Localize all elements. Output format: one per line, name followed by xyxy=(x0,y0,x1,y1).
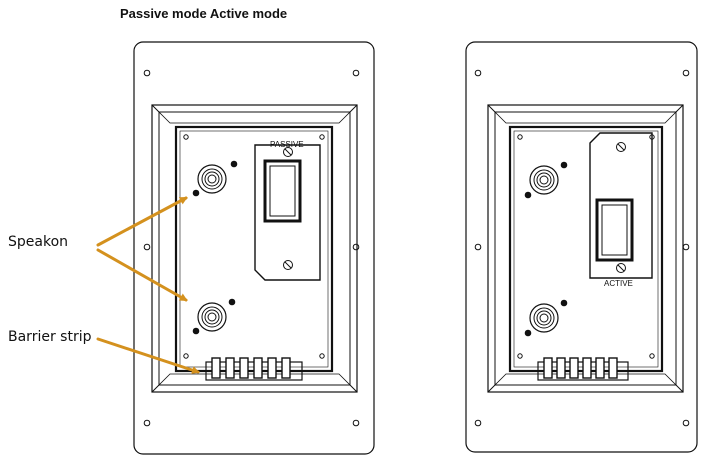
speakon-connector-top xyxy=(524,161,568,199)
trim-frame xyxy=(487,104,684,393)
mount-hole xyxy=(143,243,151,251)
mount-hole xyxy=(143,69,151,77)
mount-hole xyxy=(474,243,482,251)
barrier-strip xyxy=(205,357,303,381)
mount-hole xyxy=(352,69,360,77)
mount-hole xyxy=(682,69,690,77)
callout-arrows xyxy=(96,196,200,374)
mode-switch xyxy=(263,159,302,223)
mount-hole xyxy=(352,243,360,251)
outer-plate xyxy=(133,41,375,455)
speakon-arrow-top xyxy=(96,196,188,247)
active-mode-panel xyxy=(465,41,698,453)
passive-mode-panel xyxy=(133,41,375,455)
outer-plate xyxy=(465,41,698,453)
cover-screw xyxy=(283,260,293,270)
mount-hole xyxy=(474,419,482,427)
input-plate xyxy=(508,125,664,373)
speakon-connector-bottom xyxy=(524,299,568,337)
passive-switch-label: PASSIVE xyxy=(270,140,304,149)
cover-screw xyxy=(616,142,626,152)
speakon-connector-top xyxy=(192,160,238,197)
cover-screw xyxy=(283,147,293,157)
mount-hole xyxy=(352,419,360,427)
input-plate xyxy=(174,125,334,373)
speakon-connector-bottom xyxy=(192,298,236,335)
active-switch-label: ACTIVE xyxy=(604,279,633,288)
mode-switch xyxy=(595,198,634,262)
mount-hole xyxy=(474,69,482,77)
switch-cover-plate xyxy=(589,132,653,279)
cover-screw xyxy=(616,263,626,273)
trim-frame xyxy=(151,104,358,393)
mount-hole xyxy=(143,419,151,427)
barrier-strip-arrow xyxy=(96,337,200,374)
barrier-strip xyxy=(537,357,629,381)
barrier-strip-label: Barrier strip xyxy=(8,329,92,345)
mount-hole xyxy=(682,419,690,427)
switch-cover-plate xyxy=(254,144,321,281)
mount-hole xyxy=(682,243,690,251)
speakon-arrow-bottom xyxy=(96,248,188,302)
figure-title: Passive mode Active mode xyxy=(120,6,288,21)
speakon-label: Speakon xyxy=(8,234,69,250)
